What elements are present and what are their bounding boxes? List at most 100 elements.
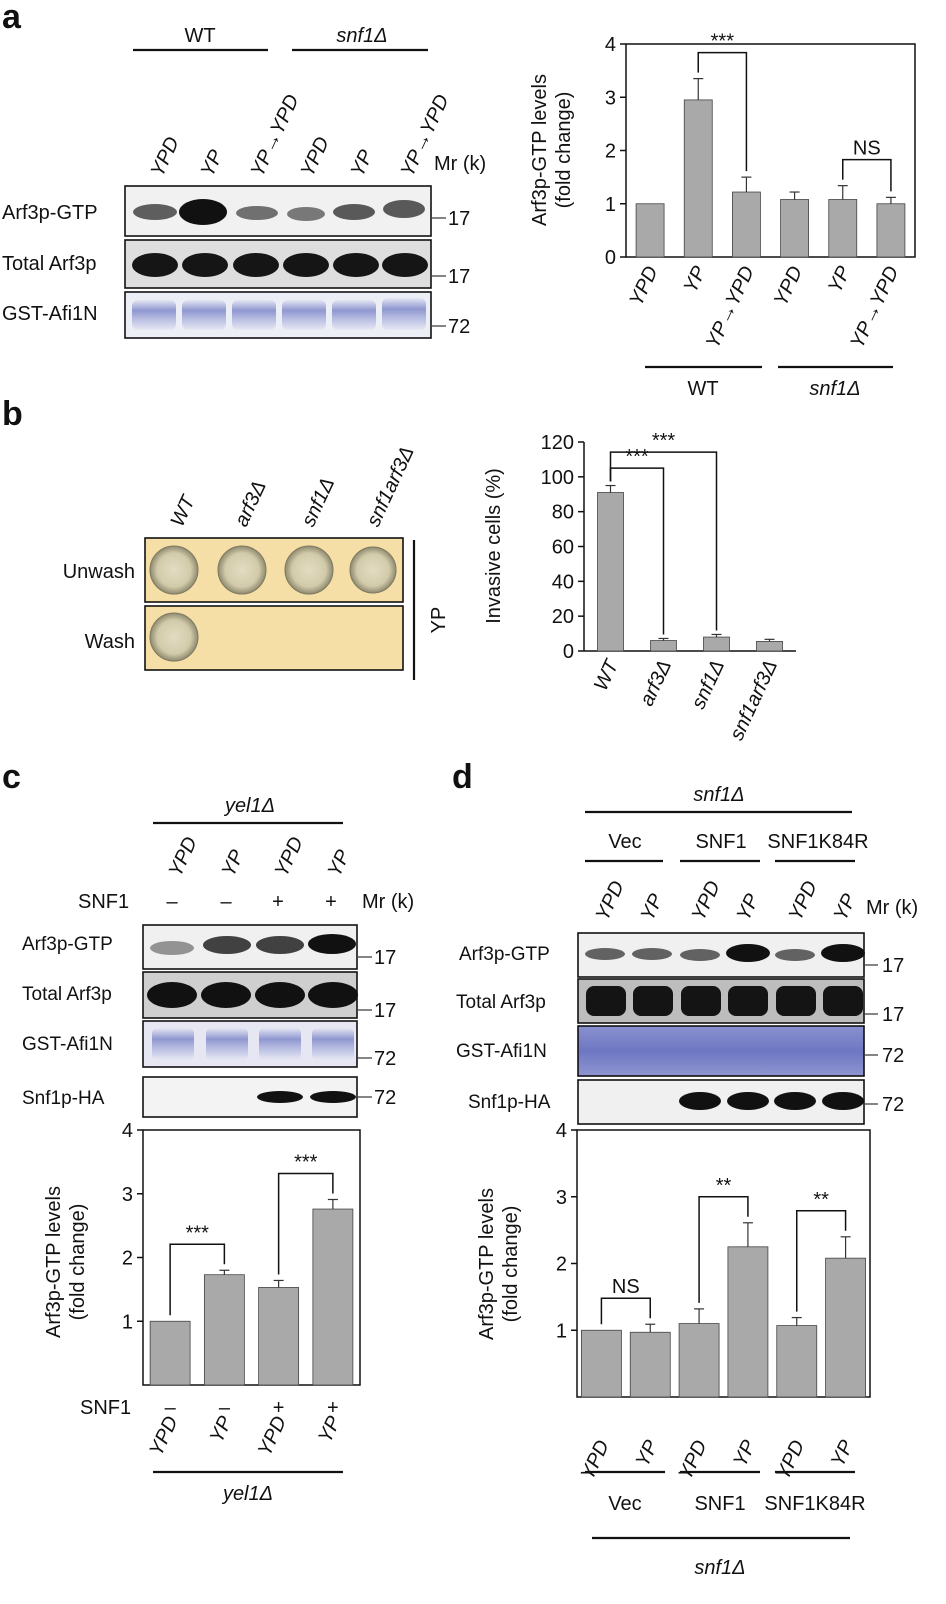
blot-arf3p-gtp (577, 932, 865, 978)
y-tick-label: 20 (552, 606, 574, 628)
group-label: yel1Δ (221, 1483, 273, 1505)
y-tick-label: 4 (122, 1120, 133, 1142)
bar (635, 203, 665, 258)
x-tick-label: YP (827, 1436, 858, 1470)
snf1-sign: – (166, 891, 178, 913)
bar (703, 636, 730, 652)
mw-marker: 17 (448, 208, 470, 230)
group-label-wt: WT (184, 25, 215, 47)
group-label-yel1: yel1Δ (223, 795, 275, 817)
x-tick-label: YP→YPD (846, 263, 903, 352)
x-tick-label: YPD (770, 263, 807, 310)
lane-label: snf1Δ (298, 474, 340, 530)
y-tick-label: 120 (541, 432, 574, 454)
lane-label: YPD (688, 878, 725, 925)
lane-label: YP (637, 890, 668, 924)
significance-bracket (698, 1196, 749, 1303)
x-tick-label: YPD (577, 1437, 614, 1484)
mw-marker: 72 (882, 1045, 904, 1067)
blot-gst-afi1n (577, 1025, 865, 1077)
row-label: GST-Afi1N (456, 1041, 547, 1062)
subgroup-label: Vec (608, 1493, 641, 1515)
bar (597, 492, 624, 652)
x-tick-label: YPD (772, 1437, 809, 1484)
bar (828, 199, 858, 258)
lane-label: WT (167, 491, 201, 530)
y-tick-label: 3 (556, 1187, 567, 1209)
snf1-sign: + (273, 1397, 285, 1419)
bar (683, 99, 713, 258)
mr-label: Mr (k) (362, 891, 414, 913)
row-label: Arf3p-GTP (22, 934, 113, 955)
bar (727, 1246, 769, 1398)
mr-label: Mr (k) (866, 897, 918, 919)
lane-label: snf1arf3Δ (363, 443, 419, 530)
significance-bracket (796, 1210, 847, 1312)
group-label-snf1: snf1Δ (336, 25, 387, 47)
y-tick-label: 0 (605, 247, 616, 269)
significance-bracket (842, 158, 892, 192)
y-axis-label: (fold change) (553, 92, 575, 209)
mw-marker: 72 (448, 316, 470, 338)
bar (258, 1287, 300, 1386)
panel-c-blot: yel1Δ YPD YP YPD YP SNF1 – – + + Mr (k) … (22, 795, 414, 1118)
y-tick-label: 0 (563, 641, 574, 663)
lane-label: YPD (592, 878, 629, 925)
significance-label: NS (853, 138, 881, 160)
y-tick-label: 2 (122, 1248, 133, 1270)
mw-marker: 17 (882, 1004, 904, 1026)
row-label: Unwash (63, 561, 135, 583)
lane-label: YPD (297, 134, 334, 181)
significance-bracket (169, 1243, 226, 1316)
group-label: WT (687, 378, 718, 400)
bar (149, 1320, 191, 1386)
snf1-sign: + (327, 1397, 339, 1419)
significance-label: *** (625, 446, 649, 468)
bar (203, 1274, 245, 1386)
y-tick-label: 80 (552, 502, 574, 524)
medium-label: YP (428, 607, 450, 634)
lane-label: arf3Δ (231, 477, 271, 530)
snf1-row-label: SNF1 (78, 891, 129, 913)
x-tick-label: snf1Δ (687, 657, 729, 713)
panel-label-b: b (2, 395, 23, 433)
x-tick-label: YPD (674, 1437, 711, 1484)
row-label: Total Arf3p (2, 253, 97, 275)
mw-marker: 72 (374, 1087, 396, 1109)
significance-label: *** (652, 430, 676, 452)
colony (284, 545, 334, 595)
row-label: Wash (85, 631, 135, 653)
x-tick-label: YPD (254, 1413, 291, 1460)
y-axis-label: (fold change) (67, 1204, 89, 1321)
row-label: Snf1p-HA (468, 1092, 551, 1113)
blot-bands (133, 199, 425, 225)
significance-bracket (609, 451, 718, 631)
mw-marker: 17 (882, 955, 904, 977)
lane-label: YP (218, 846, 249, 880)
x-tick-label: arf3Δ (636, 657, 676, 710)
group-label: snf1Δ (809, 378, 860, 400)
bar (776, 1325, 818, 1398)
bar (581, 1329, 622, 1398)
subgroup-label: SNF1 (695, 831, 746, 853)
x-tick-label: YP (680, 262, 711, 296)
subgroup-label: SNF1K84R (764, 1493, 865, 1515)
bar (312, 1208, 354, 1386)
blot-snf1p-ha (577, 1079, 865, 1125)
significance-label: NS (612, 1276, 640, 1298)
colony (149, 612, 199, 662)
x-tick-label: YPD (145, 1413, 182, 1460)
x-tick-label: YP→YPD (702, 263, 759, 352)
x-tick-label: YP (824, 262, 855, 296)
mw-marker: 17 (374, 947, 396, 969)
panel-d-blot: snf1Δ Vec SNF1 SNF1K84R YPD YP YPD YP YP… (456, 784, 918, 1125)
lane-label: YPD (165, 834, 202, 881)
row-label: GST-Afi1N (22, 1034, 113, 1055)
y-axis-label: Invasive cells (%) (483, 468, 505, 624)
group-label-snf1: snf1Δ (693, 784, 744, 806)
y-axis-label: Arf3p-GTP levels (476, 1188, 498, 1340)
bar (756, 641, 783, 652)
panel-label-a: a (2, 0, 22, 36)
